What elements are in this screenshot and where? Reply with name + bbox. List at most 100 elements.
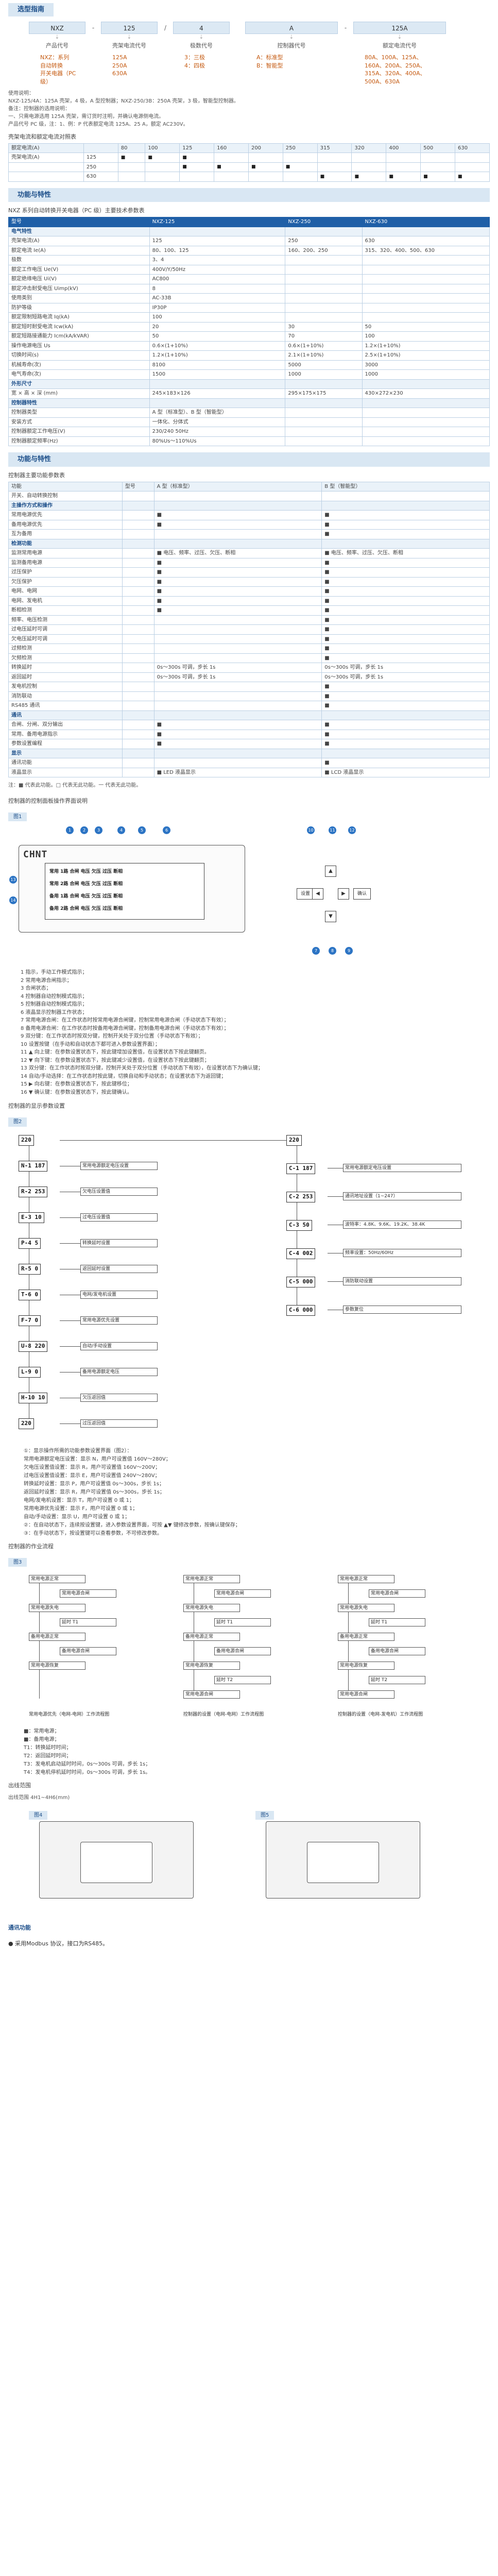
lcd-screen: 220 xyxy=(19,1418,34,1429)
table-cell: 欠电压延时可调 xyxy=(8,634,123,645)
table-cell xyxy=(122,519,154,530)
lcd-screen: 220 xyxy=(286,1134,302,1146)
table-cell xyxy=(122,491,154,501)
model-code-box: 4 xyxy=(173,21,230,34)
table-cell xyxy=(122,557,154,568)
lcd-screen: 220 xyxy=(19,1134,34,1146)
table-cell: ■ xyxy=(153,586,322,597)
table-cell: ■ xyxy=(321,624,490,635)
table-cell: ■ xyxy=(321,567,490,578)
table-cell: 操作电源电压 Us xyxy=(8,341,150,351)
model-code-label: 壳架电流代号 xyxy=(112,42,146,49)
table-cell: 通讯 xyxy=(8,710,123,721)
table-cell: ■ 电压、频率、过压、欠压、断相 xyxy=(153,548,322,558)
header-cell xyxy=(83,143,118,154)
table-cell xyxy=(285,255,363,265)
table-row: 切换时间(s)1.2×(1+10%)2.1×(1+10%)2.5×(1+10%) xyxy=(8,350,490,361)
lcd-line: 常用 2路 合闸 电压 欠压 过压 断相 xyxy=(49,882,123,887)
header-cell: B 型（智能型） xyxy=(321,481,490,492)
table-cell xyxy=(122,538,154,549)
table-cell xyxy=(386,152,421,163)
control-key[interactable]: ◀ xyxy=(312,888,323,900)
legend-line: 10 设置按键（在手动和自动状态下都可进入参数设置界面）； xyxy=(21,1041,160,1047)
table-cell: 8100 xyxy=(149,360,286,370)
table-row: 主操作方式和操作 xyxy=(8,500,490,511)
control-key[interactable]: ▼ xyxy=(325,911,336,923)
table-cell xyxy=(321,491,490,501)
lcd-screen: E-3 10 xyxy=(19,1212,44,1223)
lcd-screen: F-7 0 xyxy=(19,1315,41,1326)
flow-step-box: 常用电源恢复 xyxy=(29,1662,85,1670)
table-cell: ■ 电压、频率、过压、欠压、断相 xyxy=(321,548,490,558)
flow-step-box: 常用电源正常 xyxy=(183,1575,240,1584)
table-cell xyxy=(317,162,352,173)
table-cell: 参数设置编程 xyxy=(8,739,123,749)
control-key[interactable]: ▶ xyxy=(338,888,349,900)
table-cell: 230/240 50Hz xyxy=(149,427,286,437)
flow-step-box: 备用电源合闸 xyxy=(214,1647,271,1656)
setting-box: 常用电源额定电压设置 xyxy=(343,1163,461,1172)
table-cell: 显示 xyxy=(8,748,123,759)
table-cell: ■ xyxy=(420,172,456,182)
table-cell: 返回延时 xyxy=(8,672,123,683)
table-cell xyxy=(122,500,154,511)
table-cell xyxy=(285,379,363,389)
table-cell: 转换延时 xyxy=(8,663,123,673)
table-cell: 发电机控制 xyxy=(8,682,123,692)
table-cell: ■ xyxy=(153,567,322,578)
table-cell xyxy=(362,264,490,275)
table-cell: 主操作方式和操作 xyxy=(8,500,123,511)
table-cell xyxy=(362,293,490,303)
table-row: 备用电源优先■■ xyxy=(8,519,490,530)
flow-step-box: 延时 T2 xyxy=(214,1676,271,1685)
note-line: 常用电源额定电压设置：显示 N，用户可设置值 160V～280V； xyxy=(24,1456,171,1462)
note-line: 自动/手动设置：显示 U，用户可设置 0 或 1； xyxy=(24,1514,130,1520)
table-row: 欠频检测■ xyxy=(8,653,490,664)
table-cell xyxy=(122,577,154,587)
table-cell: 液晶显示 xyxy=(8,767,123,778)
table-cell: 通讯功能 xyxy=(8,758,123,768)
note-line: ■：备用电源； xyxy=(24,1737,60,1743)
table-cell xyxy=(285,408,363,418)
table-row: 检测功能 xyxy=(8,538,490,549)
table-cell xyxy=(285,302,363,313)
setting-box: 过电压设置值 xyxy=(80,1213,158,1222)
keypad: 设置 确认 ▲ ▼◀ ▶ xyxy=(297,866,371,923)
table-row: 过电压延时可调■ xyxy=(8,624,490,635)
table-cell: ■ xyxy=(317,172,352,182)
panel-legend: 1 指示，手动工作模式指示；2 常用电源合闸指示；3 合闸状态；4 控制器自动控… xyxy=(21,969,490,1096)
table-cell: ■ xyxy=(321,729,490,740)
flow-step-box: 备用电源合闸 xyxy=(60,1647,116,1656)
table-cell: 80%Us～110%Us xyxy=(149,436,286,447)
model-code-box: 125 xyxy=(101,21,158,34)
table-cell xyxy=(321,500,490,511)
table-cell: 过频检测 xyxy=(8,643,123,654)
table-cell xyxy=(282,172,318,182)
legend-line: 7 常用电源合闸：在工作状态时按常用电源合闸键，控制常用电源合闸（手动状态下有效… xyxy=(21,1018,229,1024)
legend-line: 5 控制器自动控制模式指示； xyxy=(21,1002,88,1008)
control-key[interactable]: 确认 xyxy=(353,888,371,900)
control-key[interactable]: ▲ xyxy=(325,866,336,877)
features2-title: 功能与特性 xyxy=(8,452,490,467)
table-cell: ■ xyxy=(386,172,421,182)
lcd-display: 常用 1路 合闸 电压 欠压 过压 断相常用 2路 合闸 电压 欠压 过压 断相… xyxy=(45,863,204,920)
table-cell: 监测常用电源 xyxy=(8,548,123,558)
flow-step-box: 常用电源正常 xyxy=(338,1575,394,1584)
note-line: 过电压设置值设置：显示 E，用户可设置值 240V～280V； xyxy=(24,1472,160,1479)
note-line: T4：发电机停机延时时间，0s～300s 可调，步长 1s。 xyxy=(24,1770,151,1776)
table-cell xyxy=(455,152,490,163)
control-key[interactable]: 设置 xyxy=(297,888,314,900)
table-cell: 断相检测 xyxy=(8,605,123,616)
table-cell: ■ xyxy=(153,729,322,740)
table-cell: 常用、备用电源指示 xyxy=(8,729,123,740)
table-cell xyxy=(420,162,456,173)
table-cell: ■ xyxy=(321,634,490,645)
